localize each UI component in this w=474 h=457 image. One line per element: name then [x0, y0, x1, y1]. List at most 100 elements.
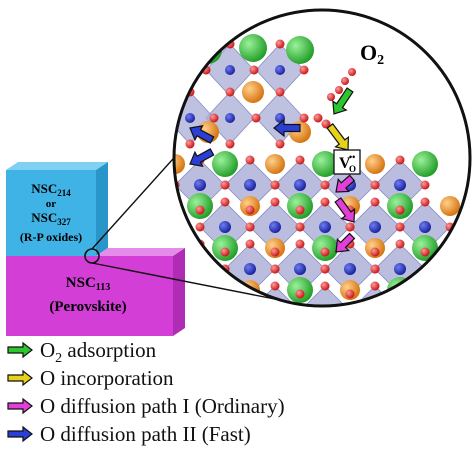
- legend-label: O diffusion path I (Ordinary): [40, 394, 285, 418]
- legend-item: O incorporation: [7, 366, 174, 390]
- oxygen-atom: [295, 205, 305, 215]
- oxygen-atom: [395, 155, 405, 165]
- a-site-atom-orange: [440, 280, 460, 300]
- oxygen-atom: [246, 307, 255, 316]
- oxygen-atom: [446, 307, 455, 316]
- oxygen-atom: [396, 307, 405, 316]
- arrow-icon: [273, 118, 301, 138]
- block-top-side: [96, 162, 108, 256]
- oxygen-atom: [313, 113, 323, 123]
- b-site-atom: [269, 221, 281, 233]
- a-site-atom-green: [212, 151, 238, 177]
- oxygen-atom: [270, 247, 280, 257]
- zoom-circle-border: [172, 8, 472, 308]
- oxygen-atom: [295, 222, 305, 232]
- arrow-icon: [332, 87, 354, 115]
- oxygen-atom: [270, 264, 280, 274]
- oxygen-atom: [299, 65, 309, 75]
- process-arrows: [189, 87, 356, 253]
- oxygen-atom: [196, 307, 205, 316]
- arrow-icon: [7, 369, 33, 387]
- oxygen-atom: [370, 197, 380, 207]
- b-site-atom: [219, 221, 231, 233]
- b-site-atom: [269, 305, 281, 306]
- b-site-atom: [294, 263, 306, 275]
- b-site-atom: [244, 179, 256, 191]
- a-site-atom-orange: [242, 81, 264, 103]
- oxygen-atom: [395, 205, 405, 215]
- b-site-atom: [394, 263, 406, 275]
- arrow-icon: [335, 174, 356, 193]
- oxygen-atom: [346, 307, 355, 316]
- arrow-icon: [334, 197, 356, 223]
- oxygen-atom: [245, 155, 255, 165]
- oxygen-atom: [370, 281, 380, 291]
- oxygen-atom: [299, 113, 309, 123]
- block-bottom-side: [173, 248, 185, 336]
- block-bottom-line2: (Perovskite): [49, 299, 126, 315]
- legend-item: O2 adsorption: [7, 338, 157, 366]
- oxygen-atom: [295, 289, 305, 299]
- oxygen-atom: [295, 155, 305, 165]
- b-site-atom: [194, 263, 206, 275]
- b-site-atom: [369, 221, 381, 233]
- arrow-icon: [326, 123, 350, 151]
- a-site-atom-green: [187, 277, 213, 303]
- oxygen-atom: [371, 332, 380, 341]
- oxygen-atom: [320, 247, 330, 257]
- block-bottom-line1: NSC113: [66, 275, 110, 293]
- b-site-atom: [244, 263, 256, 275]
- oxygen-atom: [345, 289, 355, 299]
- block-bottom-face: [96, 248, 185, 256]
- oxygen-atom: [395, 222, 405, 232]
- oxygen-atom: [296, 307, 305, 316]
- oxygen-atom: [420, 180, 430, 190]
- oxygen-atom: [225, 87, 235, 97]
- b-site-atom: [219, 305, 231, 306]
- oxygen-atom: [345, 222, 355, 232]
- oxygen-atom: [209, 113, 219, 123]
- oxygen-atom: [220, 197, 230, 207]
- block-top-line3: NSC327: [31, 210, 71, 227]
- oxygen-atom: [246, 307, 255, 316]
- block-top-front: [6, 170, 96, 256]
- oxygen-atom: [195, 222, 205, 232]
- b-site-atom: [194, 179, 206, 191]
- b-site-atom: [319, 221, 331, 233]
- oxygen-atom: [162, 114, 171, 123]
- a-site-atom-orange: [440, 196, 460, 216]
- oxygen-atom: [346, 307, 355, 316]
- b-site-atom: [225, 113, 235, 123]
- oxygen-atom: [245, 205, 255, 215]
- oxygen-vacancy-box: V •• O: [333, 149, 361, 175]
- oxygen-atom: [185, 139, 195, 149]
- arrow-icon: [7, 397, 33, 415]
- oxygen-atom: [220, 180, 230, 190]
- oxygen-atom: [321, 332, 330, 341]
- octahedron: [199, 285, 251, 306]
- block-top-face: [6, 162, 108, 170]
- a-site-atom-orange: [265, 154, 285, 174]
- block-top-line4: (R-P oxides): [20, 230, 82, 244]
- arrow-icon: [7, 425, 33, 443]
- oxygen-atom: [275, 39, 285, 49]
- oxygen-atom: [395, 289, 405, 299]
- a-site-atom-green: [194, 36, 222, 64]
- oxygen-atom: [327, 93, 335, 101]
- oxygen-atom: [370, 180, 380, 190]
- oxygen-atom: [271, 332, 280, 341]
- octahedron: [299, 285, 351, 306]
- b-site-atom: [419, 305, 431, 306]
- oxygen-atom: [420, 247, 430, 257]
- b-site-atom: [394, 179, 406, 191]
- oxygen-atom: [320, 281, 330, 291]
- octahedron: [399, 285, 451, 306]
- oxygen-atom: [370, 247, 380, 257]
- oxygen-atom: [396, 307, 405, 316]
- b-site-atom: [419, 221, 431, 233]
- oxygen-atom: [225, 139, 235, 149]
- oxygen-atom: [320, 197, 330, 207]
- a-site-atom-green: [286, 36, 314, 64]
- oxygen-atom: [195, 289, 205, 299]
